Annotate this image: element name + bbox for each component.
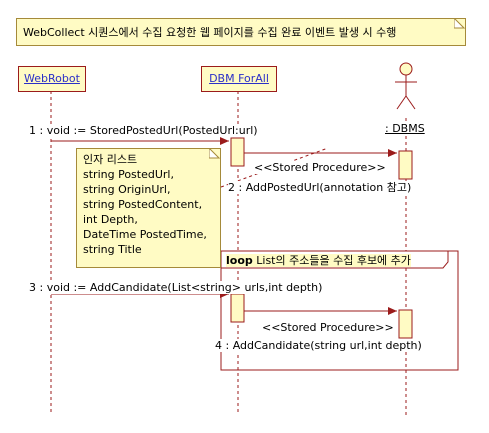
param-note-line: string PostedUrl, — [83, 168, 174, 181]
param-note-line: DateTime PostedTime, — [83, 228, 207, 241]
lifeline-dbm-label: DBM ForAll — [209, 72, 269, 85]
activation-dbm-2 — [230, 293, 245, 323]
activation-dbm-1 — [230, 137, 245, 167]
lifeline-dbm[interactable]: DBM ForAll — [201, 66, 277, 92]
lifeline-webrobot[interactable]: WebRobot — [18, 66, 86, 92]
param-note-line: string OriginUrl, — [83, 183, 171, 196]
loop-header: loop List의 주소들을 수집 후보에 추가 — [226, 254, 411, 267]
param-note-line: string Title — [83, 243, 142, 256]
message-4-stereotype: <<Stored Procedure>> — [262, 321, 394, 334]
param-note-corner — [209, 148, 220, 159]
message-3-label: 3 : void := AddCandidate(List<string> ur… — [29, 281, 323, 294]
lifeline-webrobot-label: WebRobot — [24, 72, 80, 85]
actor-dbms-icon — [395, 62, 417, 110]
param-note-line: 인자 리스트 — [83, 153, 138, 166]
param-note-line: int Depth, — [83, 213, 138, 226]
title-note: WebCollect 시퀀스에서 수집 요청한 웹 페이지를 수집 완료 이벤트… — [16, 18, 466, 46]
message-2-stereotype: <<Stored Procedure>> — [254, 161, 386, 174]
activation-dbms-1 — [398, 150, 413, 180]
title-note-corner — [454, 18, 465, 29]
activation-dbms-2 — [398, 309, 413, 339]
lifeline-dbms-label: : DBMS — [385, 122, 425, 135]
param-note-line: string PostedContent, — [83, 198, 203, 211]
param-note: 인자 리스트 string PostedUrl, string OriginUr… — [76, 148, 221, 268]
message-4-label: 4 : AddCandidate(string url,int depth) — [215, 339, 422, 352]
loop-label: List의 주소들을 수집 후보에 추가 — [252, 254, 411, 267]
message-2-label: 2 : AddPostedUrl(annotation 참고) — [228, 181, 412, 194]
title-note-text: WebCollect 시퀀스에서 수집 요청한 웹 페이지를 수집 완료 이벤트… — [23, 26, 397, 39]
loop-keyword: loop — [226, 254, 253, 267]
message-1-label: 1 : void := StoredPostedUrl(PostedUrl:ur… — [29, 124, 258, 137]
